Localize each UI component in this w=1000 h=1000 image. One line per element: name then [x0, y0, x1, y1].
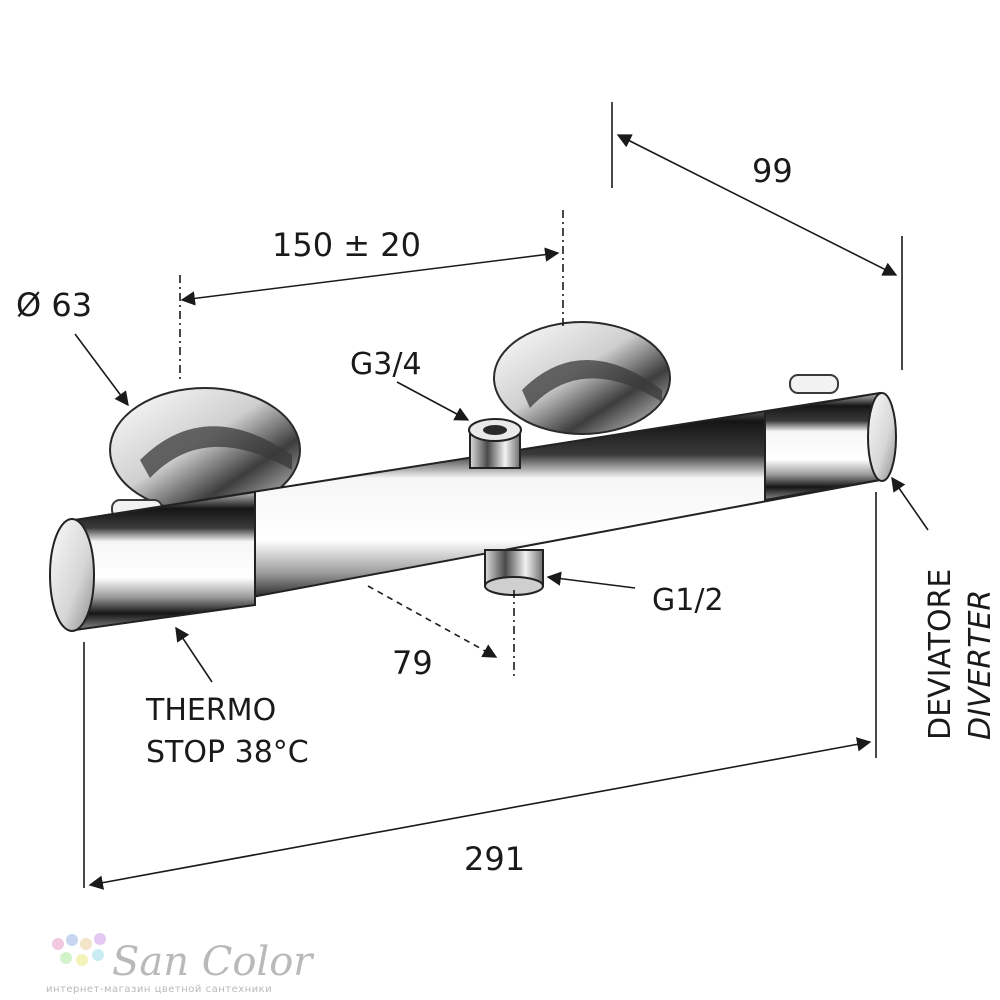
thermostat-handle [49, 490, 256, 632]
bottom-outlet-connector [484, 549, 544, 596]
top-outlet-label: G3/4 [350, 347, 422, 382]
dimension-lines [74, 102, 929, 890]
watermark-brand: San Color [112, 939, 315, 985]
top-outlet-connector [468, 418, 522, 469]
thermo-note-line1: THERMO [145, 693, 276, 728]
sancolor-watermark: San Color интернет-магазин цветной санте… [46, 933, 315, 995]
diverter-note-it: DEVIATORE [923, 569, 958, 740]
diameter-label: Ø 63 [16, 286, 92, 324]
bottom-outlet-label: G1/2 [652, 583, 724, 618]
total-length-label: 291 [464, 840, 525, 878]
diverter-handle [764, 391, 897, 502]
watermark-tagline: интернет-магазин цветной сантехники [46, 984, 272, 995]
depth-dimension-label: 99 [752, 152, 793, 190]
mixer-illustration [49, 321, 897, 632]
outlet-offset-label: 79 [392, 644, 433, 682]
center-distance-label: 150 ± 20 [272, 226, 421, 264]
right-wall-flange [493, 321, 839, 435]
thermo-note-line2: STOP 38°C [146, 735, 309, 770]
watermark-dots-icon [52, 933, 106, 966]
diverter-note-en: DIVERTER [963, 590, 998, 740]
